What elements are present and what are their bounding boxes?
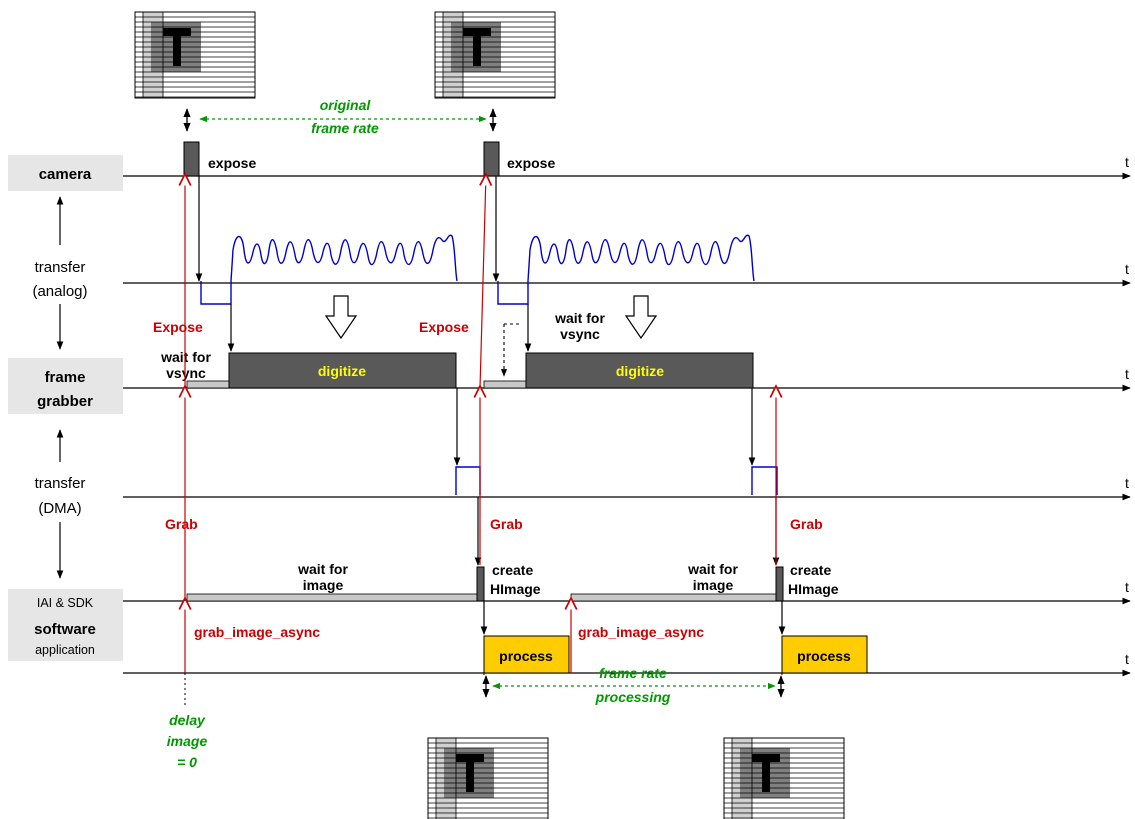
grabber-label-2: grabber bbox=[37, 393, 93, 410]
create-himage-label-1a: create bbox=[492, 562, 533, 578]
process-label-2: process bbox=[797, 648, 851, 664]
wait-vsync-label-1b: vsync bbox=[166, 365, 206, 381]
delay-image-label-3: = 0 bbox=[177, 754, 197, 770]
transfer-analog-label-1: transfer bbox=[35, 259, 86, 276]
t-label: t bbox=[1125, 475, 1129, 491]
process-bar-2 bbox=[781, 635, 868, 674]
time-axis-labels: t t t t t t bbox=[1125, 154, 1129, 667]
t-label: t bbox=[1125, 366, 1129, 382]
red-trigger-arrows bbox=[185, 174, 776, 673]
digitize-label-2: digitize bbox=[616, 363, 664, 379]
process-label-1: process bbox=[499, 648, 553, 664]
frame-markers bbox=[183, 108, 785, 698]
dma-pulse-2 bbox=[751, 466, 778, 495]
original-frame-rate-label-1: original bbox=[320, 97, 372, 113]
analog-waveform-2 bbox=[497, 234, 755, 305]
grabber-label-bg bbox=[8, 358, 123, 414]
wait-vsync-bar-2 bbox=[483, 380, 527, 389]
wait-image-bar-2 bbox=[570, 593, 777, 602]
wait-vsync-label-1a: wait for bbox=[160, 349, 211, 365]
application-label: application bbox=[35, 643, 95, 657]
create-himage-label-1b: HImage bbox=[490, 581, 541, 597]
transfer-dma-label-1: transfer bbox=[35, 475, 86, 492]
t-label: t bbox=[1125, 651, 1129, 667]
grab-signal-1: Grab bbox=[165, 516, 198, 532]
frame-thumbnail-top-1 bbox=[134, 11, 256, 99]
expose-label-2: expose bbox=[507, 155, 555, 171]
frame-thumbnail-bottom-2 bbox=[723, 737, 845, 819]
digitize-label-1: digitize bbox=[318, 363, 366, 379]
expose-bar-1 bbox=[183, 141, 200, 177]
hollow-down-arrow-1 bbox=[324, 295, 358, 340]
frame-rate-processing-label-2: processing bbox=[595, 689, 671, 705]
create-himage-bar-1 bbox=[476, 566, 485, 602]
create-himage-label-2b: HImage bbox=[788, 581, 839, 597]
camera-label: camera bbox=[39, 166, 92, 183]
expose-signal-2: Expose bbox=[419, 319, 469, 335]
create-himage-bar-2 bbox=[775, 566, 784, 602]
wait-image-label-2a: wait for bbox=[687, 561, 738, 577]
grab-signal-3: Grab bbox=[790, 516, 823, 532]
wait-vsync-bar-1 bbox=[186, 380, 230, 389]
row-labels: camera transfer (analog) frame grabber t… bbox=[8, 155, 123, 661]
t-label: t bbox=[1125, 154, 1129, 170]
wait-vsync-label-2a: wait for bbox=[554, 310, 605, 326]
expose-signal-1: Expose bbox=[153, 319, 203, 335]
digitize-bar-2 bbox=[525, 352, 754, 389]
expose-bar-2 bbox=[483, 141, 500, 177]
t-label: t bbox=[1125, 579, 1129, 595]
delay-image-label-2: image bbox=[167, 733, 208, 749]
software-label: software bbox=[34, 621, 96, 638]
wait-vsync-label-2b: vsync bbox=[560, 326, 600, 342]
create-himage-label-2a: create bbox=[790, 562, 831, 578]
transfer-dma-label-2: (DMA) bbox=[38, 500, 81, 517]
frame-thumbnail-top-2 bbox=[434, 11, 556, 99]
transfer-analog-label-2: (analog) bbox=[32, 283, 87, 300]
original-frame-rate-label-2: frame rate bbox=[311, 120, 379, 136]
software-label-bg bbox=[8, 589, 123, 661]
frame-thumbnail-bottom-1 bbox=[427, 737, 549, 819]
expose-label-1: expose bbox=[208, 155, 256, 171]
camera-label-bg bbox=[8, 155, 123, 191]
wait-image-label-1b: image bbox=[303, 577, 344, 593]
grab-signal-2: Grab bbox=[490, 516, 523, 532]
t-label: t bbox=[1125, 261, 1129, 277]
delay-image-label-1: delay bbox=[169, 712, 206, 728]
analog-waveform-1 bbox=[200, 234, 458, 305]
iai-sdk-label: IAI & SDK bbox=[37, 596, 94, 610]
digitize-bar-1 bbox=[228, 352, 457, 389]
process-bar-1 bbox=[483, 635, 570, 674]
frame-rate-processing-label-1: frame rate bbox=[599, 665, 667, 681]
wait-image-bar-1 bbox=[186, 593, 478, 602]
dma-pulse-1 bbox=[455, 466, 481, 495]
hollow-down-arrow-2 bbox=[624, 295, 658, 340]
wait-image-label-2b: image bbox=[693, 577, 734, 593]
grab-image-async-1: grab_image_async bbox=[194, 624, 320, 640]
grab-image-async-2: grab_image_async bbox=[578, 624, 704, 640]
grabber-label-1: frame bbox=[45, 369, 86, 386]
wait-image-label-1a: wait for bbox=[297, 561, 348, 577]
